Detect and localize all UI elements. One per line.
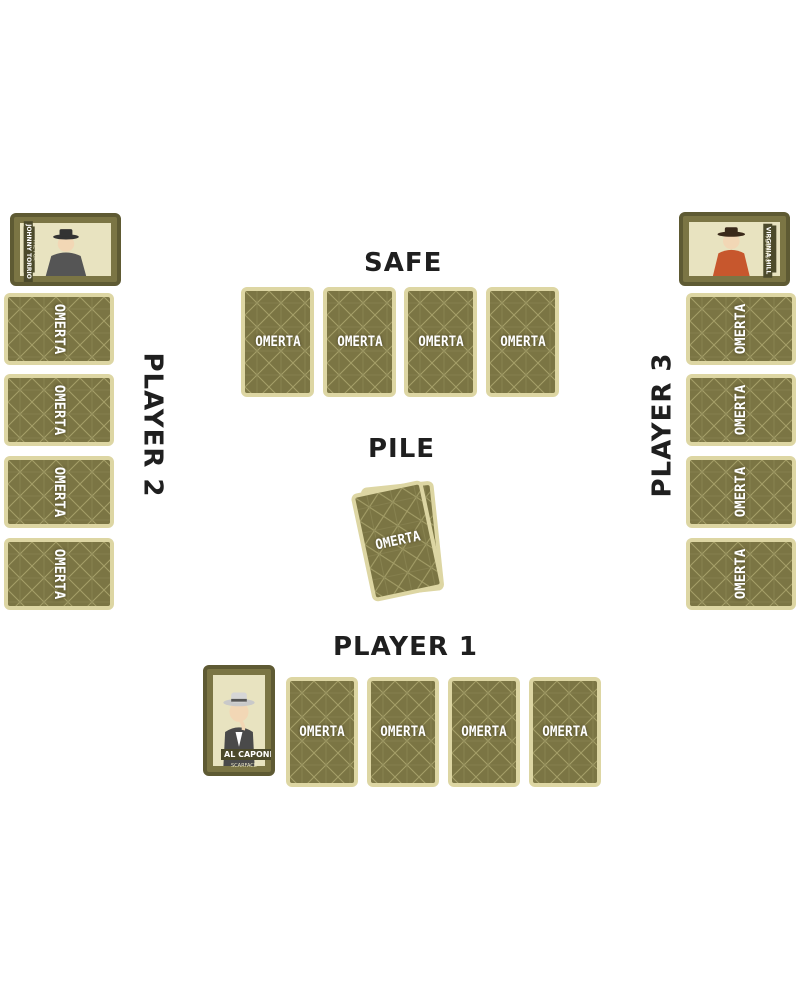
safe-card[interactable]: OMERTA bbox=[486, 287, 559, 397]
card-back-pattern bbox=[690, 542, 792, 606]
card-back-pattern bbox=[8, 460, 110, 524]
player1-hand-card[interactable]: OMERTA bbox=[448, 677, 520, 787]
safe-label: SAFE bbox=[364, 248, 443, 278]
card-back-pattern bbox=[408, 291, 473, 393]
player2-hand-card[interactable]: OMERTA bbox=[4, 293, 114, 365]
card-back-pattern bbox=[690, 378, 792, 442]
card-back-text: OMERTA bbox=[733, 548, 749, 600]
card-back-pattern bbox=[290, 681, 354, 783]
card-back-pattern bbox=[8, 297, 110, 361]
player1-hand-card[interactable]: OMERTA bbox=[367, 677, 439, 787]
card-back-pattern bbox=[452, 681, 516, 783]
player1-character-name: AL CAPONE bbox=[221, 749, 271, 760]
card-back-pattern bbox=[371, 681, 435, 783]
safe-card[interactable]: OMERTA bbox=[323, 287, 396, 397]
card-back-text: OMERTA bbox=[461, 724, 507, 740]
player2-character-role: THE FOX bbox=[31, 239, 38, 261]
card-back-text: OMERTA bbox=[499, 334, 546, 350]
pile-label: PILE bbox=[368, 434, 436, 464]
card-back-text: OMERTA bbox=[336, 334, 383, 350]
safe-card[interactable]: OMERTA bbox=[241, 287, 314, 397]
player3-hand-card[interactable]: OMERTA bbox=[686, 538, 796, 610]
player1-hand-card[interactable]: OMERTA bbox=[529, 677, 601, 787]
player3-hand-card[interactable]: OMERTA bbox=[686, 456, 796, 528]
card-back-text: OMERTA bbox=[733, 303, 749, 355]
card-back-pattern bbox=[355, 484, 440, 598]
player2-hand-card[interactable]: OMERTA bbox=[4, 374, 114, 446]
card-back-text: OMERTA bbox=[733, 384, 749, 436]
card-back-text: OMERTA bbox=[51, 466, 67, 518]
card-back-pattern bbox=[8, 542, 110, 606]
card-back-text: OMERTA bbox=[51, 303, 67, 355]
player3-character-card[interactable]: VIRGINIA HILL FLAMINGO bbox=[679, 212, 790, 286]
player2-label: PLAYER 2 bbox=[137, 352, 168, 498]
player3-hand-card[interactable]: OMERTA bbox=[686, 374, 796, 446]
card-back-text: OMERTA bbox=[51, 384, 67, 436]
card-back-text: OMERTA bbox=[733, 466, 749, 518]
card-back-pattern bbox=[690, 460, 792, 524]
player2-hand-card[interactable]: OMERTA bbox=[4, 538, 114, 610]
player2-hand-card[interactable]: OMERTA bbox=[4, 456, 114, 528]
card-back-text: OMERTA bbox=[51, 548, 67, 600]
card-back-text: OMERTA bbox=[299, 724, 345, 740]
card-back-text: OMERTA bbox=[542, 724, 588, 740]
player1-character-card[interactable]: AL CAPONE SCARFACE bbox=[203, 665, 275, 776]
card-back-pattern bbox=[327, 291, 392, 393]
card-back-pattern bbox=[245, 291, 310, 393]
player3-character-role: FLAMINGO bbox=[763, 235, 770, 263]
card-back-text: OMERTA bbox=[380, 724, 426, 740]
card-back-text: OMERTA bbox=[254, 334, 301, 350]
player1-hand-card[interactable]: OMERTA bbox=[286, 677, 358, 787]
player1-character-role: SCARFACE bbox=[231, 763, 257, 769]
safe-card[interactable]: OMERTA bbox=[404, 287, 477, 397]
player3-label: PLAYER 3 bbox=[647, 352, 678, 498]
card-back-text: OMERTA bbox=[417, 334, 464, 350]
card-back-pattern bbox=[690, 297, 792, 361]
card-back-pattern bbox=[490, 291, 555, 393]
player3-hand-card[interactable]: OMERTA bbox=[686, 293, 796, 365]
pile-card-top[interactable]: OMERTA bbox=[350, 479, 445, 603]
card-back-pattern bbox=[533, 681, 597, 783]
player1-label: PLAYER 1 bbox=[333, 632, 479, 662]
card-back-pattern bbox=[8, 378, 110, 442]
player2-character-card[interactable]: JOHNNY TORRIO THE FOX bbox=[10, 213, 121, 286]
